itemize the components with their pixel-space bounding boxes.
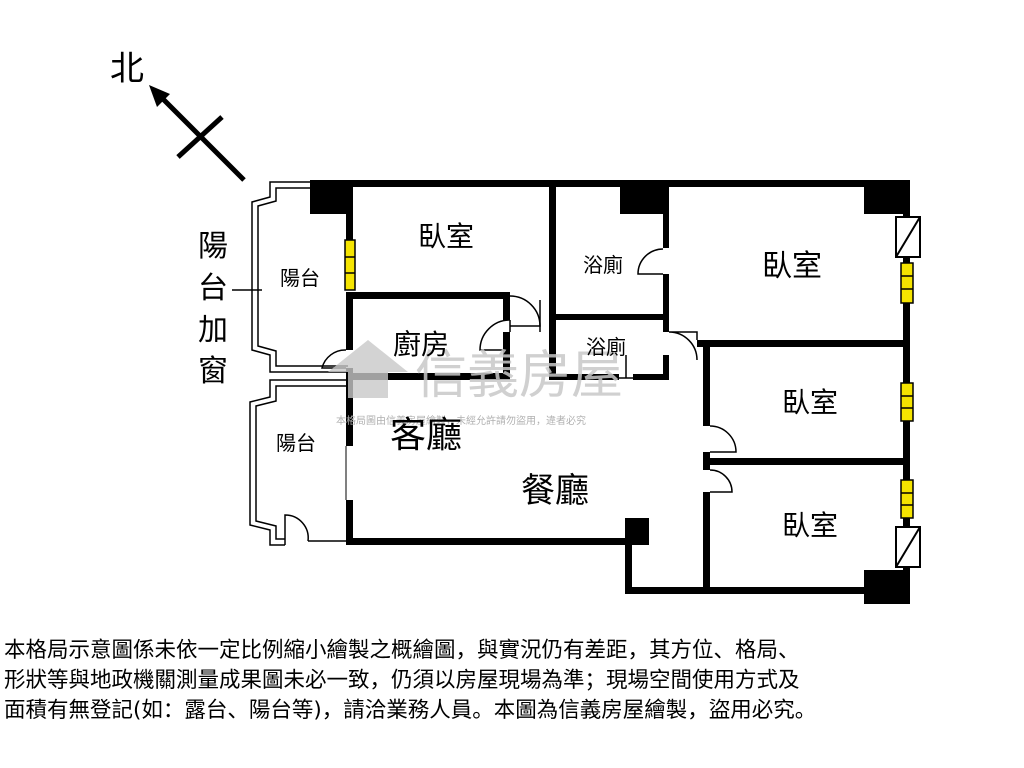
room-bedroom-mid: 臥室	[782, 386, 838, 419]
doors	[284, 248, 737, 545]
side-label-char-4: 窗	[198, 354, 228, 389]
door-bathroom-1	[637, 248, 664, 275]
disclaimer-line-1: 本格局示意圖係未依一定比例縮小繪製之概繪圖，與實況仍有差距，其方位、格局、	[4, 638, 800, 663]
door-balcony-lower	[284, 514, 309, 545]
house-logo-icon	[328, 340, 408, 372]
floor-plan: 北	[110, 49, 921, 604]
balcony-outline	[232, 181, 348, 546]
ac-units	[895, 216, 921, 568]
door-bedroom-bottom	[709, 469, 733, 493]
room-bathroom-2: 浴廁	[586, 335, 626, 359]
disclaimer-line-3: 面積有無登記(如：露台、陽台等)，請洽業務人員。本圖為信義房屋繪製，盜用必究。	[4, 698, 817, 723]
window-bedroom-left	[344, 239, 356, 291]
door-kitchen-hall	[509, 295, 541, 332]
watermark-brand: 信義房屋	[415, 346, 623, 406]
windows	[344, 239, 914, 519]
room-bathroom-1: 浴廁	[583, 253, 623, 277]
room-balcony-upper: 陽台	[280, 266, 320, 290]
window-bedroom-right-top	[900, 262, 914, 304]
north-label: 北	[110, 49, 144, 89]
room-dining-room: 餐廳	[521, 471, 589, 511]
compass: 北	[110, 49, 246, 182]
door-bedroom-mid	[709, 425, 737, 453]
room-labels: 臥室 浴廁 臥室 廚房 浴廁 臥室 客廳 餐廳 臥室 陽台 陽台	[276, 220, 838, 542]
side-label-char-2: 台	[198, 271, 228, 306]
room-living-room: 客廳	[390, 415, 462, 456]
room-bedroom-right-top: 臥室	[762, 249, 822, 284]
window-bedroom-mid	[900, 382, 914, 422]
side-label: 陽 台 加 窗	[198, 229, 228, 389]
room-bedroom-bottom: 臥室	[782, 509, 838, 542]
watermark: 信義房屋 本格局圖由信義房屋繪製，未經允許請勿盜用，違者必究	[328, 340, 623, 427]
door-bathroom-2	[619, 355, 633, 379]
room-kitchen: 廚房	[393, 328, 449, 361]
window-bedroom-bottom	[900, 479, 914, 519]
room-balcony-lower: 陽台	[276, 431, 316, 455]
side-label-char-3: 加	[198, 313, 228, 348]
north-arrow-icon	[149, 85, 170, 107]
room-bedroom-top: 臥室	[418, 220, 474, 253]
side-label-char-1: 陽	[198, 229, 228, 264]
disclaimer-line-2: 形狀等與地政機關測量成果圖未必一致，仍須以房屋現場為準；現場空間使用方式及	[4, 668, 800, 693]
door-bedroom-right	[668, 331, 698, 361]
door-balcony-upper	[321, 349, 347, 369]
door-kitchen	[479, 319, 511, 351]
watermark-notice: 本格局圖由信義房屋繪製，未經允許請勿盜用，違者必究	[336, 414, 586, 427]
disclaimer: 本格局示意圖係未依一定比例縮小繪製之概繪圖，與實況仍有差距，其方位、格局、 形狀…	[4, 636, 1020, 726]
